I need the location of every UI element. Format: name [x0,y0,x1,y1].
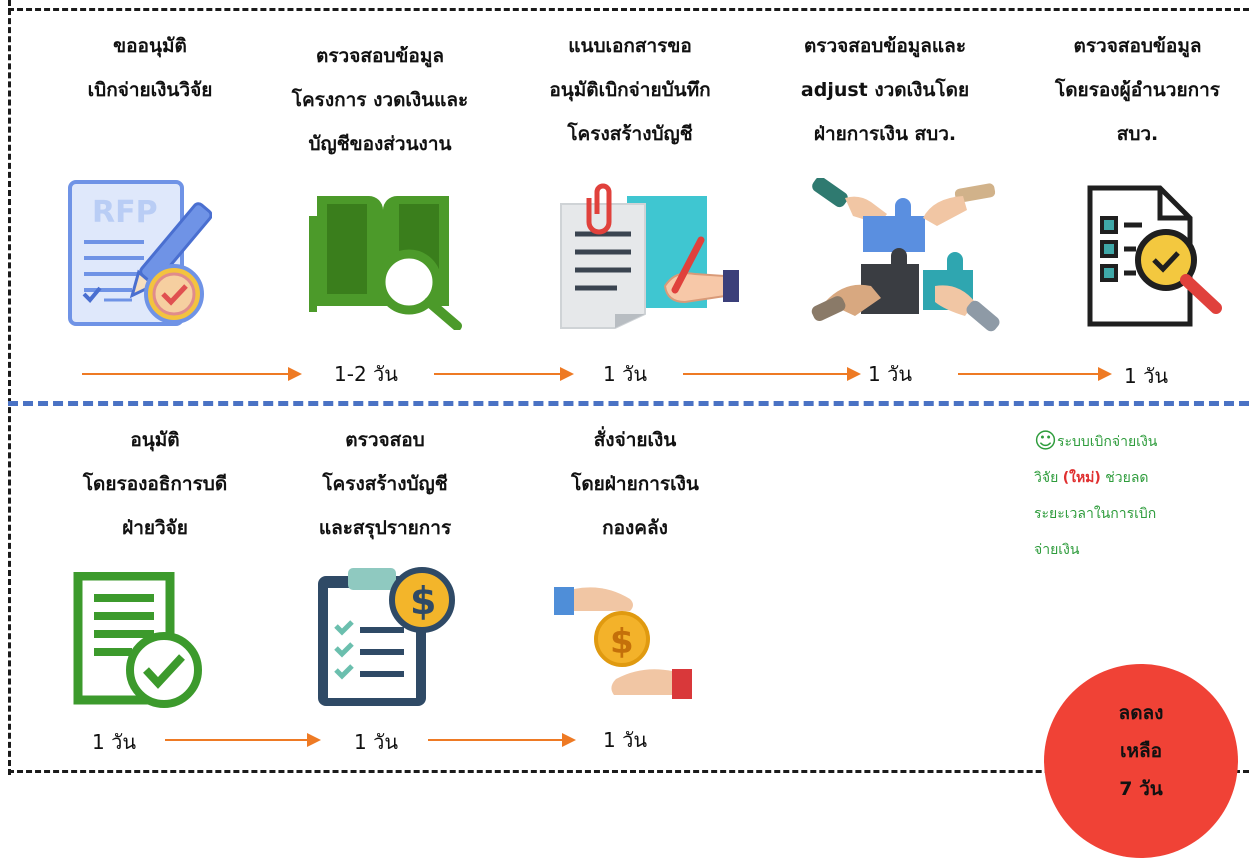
note-part-2: วิจัย [1034,470,1063,486]
clipboard-dollar-icon: $ [312,562,462,710]
step-2-line-3: บัญชีของส่วนงาน [308,133,452,155]
duration-bottom-1: 1 วัน [92,730,136,754]
step-5-line-3: สบว. [1116,123,1159,145]
note-new-label: (ใหม่) [1062,470,1101,486]
step-7-title: ตรวจสอบ โครงสร้างบัญชี และสรุปรายการ [285,418,485,550]
improvement-note: ☺ระบบเบิกจ่ายเงิน วิจัย (ใหม่) ช่วยลด ระ… [1034,424,1234,568]
step-2-line-1: ตรวจสอบข้อมูล [316,45,444,67]
step-8-title: สั่งจ่ายเงิน โดยฝ่ายการเงิน กองคลัง [535,418,735,550]
step-6-line-3: ฝ่ายวิจัย [122,517,188,539]
summary-line-3: 7 วัน [1119,778,1163,800]
step-3-line-1: แนบเอกสารขอ [568,35,692,57]
step-5-title: ตรวจสอบข้อมูล โดยรองผู้อำนวยการ สบว. [1030,24,1245,156]
duration-bottom-3: 1 วัน [603,728,647,752]
arrow-top-3 [683,367,861,381]
svg-text:$: $ [410,579,436,623]
hands-coin-icon: $ [548,575,698,715]
section-divider [8,401,1249,406]
duration-top-3: 1 วัน [868,362,912,386]
duration-top-1: 1-2 วัน [334,362,398,386]
summary-line-1: ลดลง [1118,702,1164,724]
step-4-title: ตรวจสอบข้อมูลและ adjust งวดเงินโดย ฝ่ายก… [770,24,1000,156]
step-4-line-3: ฝ่ายการเงิน สบว. [813,123,957,145]
note-part-4: ระยะเวลาในการเบิก [1034,506,1157,522]
book-magnifier-icon [305,186,465,330]
checklist-magnifier-icon [1080,180,1230,332]
step-4-line-1: ตรวจสอบข้อมูลและ [803,35,967,57]
step-4-line-2: adjust งวดเงินโดย [800,79,970,101]
note-part-1: ระบบเบิกจ่ายเงิน [1056,434,1158,450]
step-1-line-2: เบิกจ่ายเงินวิจัย [87,79,213,101]
smiley-icon: ☺ [1034,429,1057,454]
note-part-3: ช่วยลด [1100,470,1149,486]
duration-top-4: 1 วัน [1124,364,1168,388]
step-1-line-1: ขออนุมัติ [113,35,187,57]
step-3-line-2: อนุมัติเบิกจ่ายบันทึก [549,79,711,101]
svg-text:RFP: RFP [92,195,158,230]
approved-document-icon [72,572,204,710]
summary-line-2: เหลือ [1119,740,1163,762]
step-8-line-3: กองคลัง [602,517,668,539]
step-7-line-1: ตรวจสอบ [345,429,425,451]
arrow-top-1 [82,367,302,381]
step-5-line-2: โดยรองผู้อำนวยการ [1055,79,1220,101]
step-8-line-1: สั่งจ่ายเงิน [593,429,677,451]
rfp-document-icon: RFP [62,178,212,330]
duration-bottom-2: 1 วัน [354,730,398,754]
puzzle-hands-icon [805,178,1005,338]
arrow-top-2 [434,367,574,381]
arrow-bottom-1 [165,733,321,747]
step-2-title: ตรวจสอบข้อมูล โครงการ งวดเงินและ บัญชีขอ… [270,34,490,166]
arrow-bottom-2 [428,733,576,747]
svg-text:$: $ [610,622,634,662]
step-5-line-1: ตรวจสอบข้อมูล [1073,35,1202,57]
note-part-5: จ่ายเงิน [1034,542,1080,558]
step-6-line-1: อนุมัติ [130,429,180,451]
summary-circle: ลดลง เหลือ 7 วัน [1044,664,1238,858]
frame-top-border [8,8,1249,11]
step-7-line-2: โครงสร้างบัญชี [322,473,448,495]
step-3-line-3: โครงสร้างบัญชี [567,123,693,145]
duration-top-2: 1 วัน [603,362,647,386]
document-clip-pen-icon [555,180,745,330]
step-6-title: อนุมัติ โดยรองอธิการบดี ฝ่ายวิจัย [55,418,255,550]
frame-left-border [8,0,11,775]
arrow-top-4 [958,367,1112,381]
step-7-line-3: และสรุปรายการ [318,517,452,539]
step-6-line-2: โดยรองอธิการบดี [82,473,228,495]
step-1-title: ขออนุมัติ เบิกจ่ายเงินวิจัย [50,24,250,112]
frame-bottom-border [8,770,1249,773]
step-3-title: แนบเอกสารขอ อนุมัติเบิกจ่ายบันทึก โครงสร… [515,24,745,156]
step-8-line-2: โดยฝ่ายการเงิน [571,473,699,495]
step-2-line-2: โครงการ งวดเงินและ [291,89,469,111]
